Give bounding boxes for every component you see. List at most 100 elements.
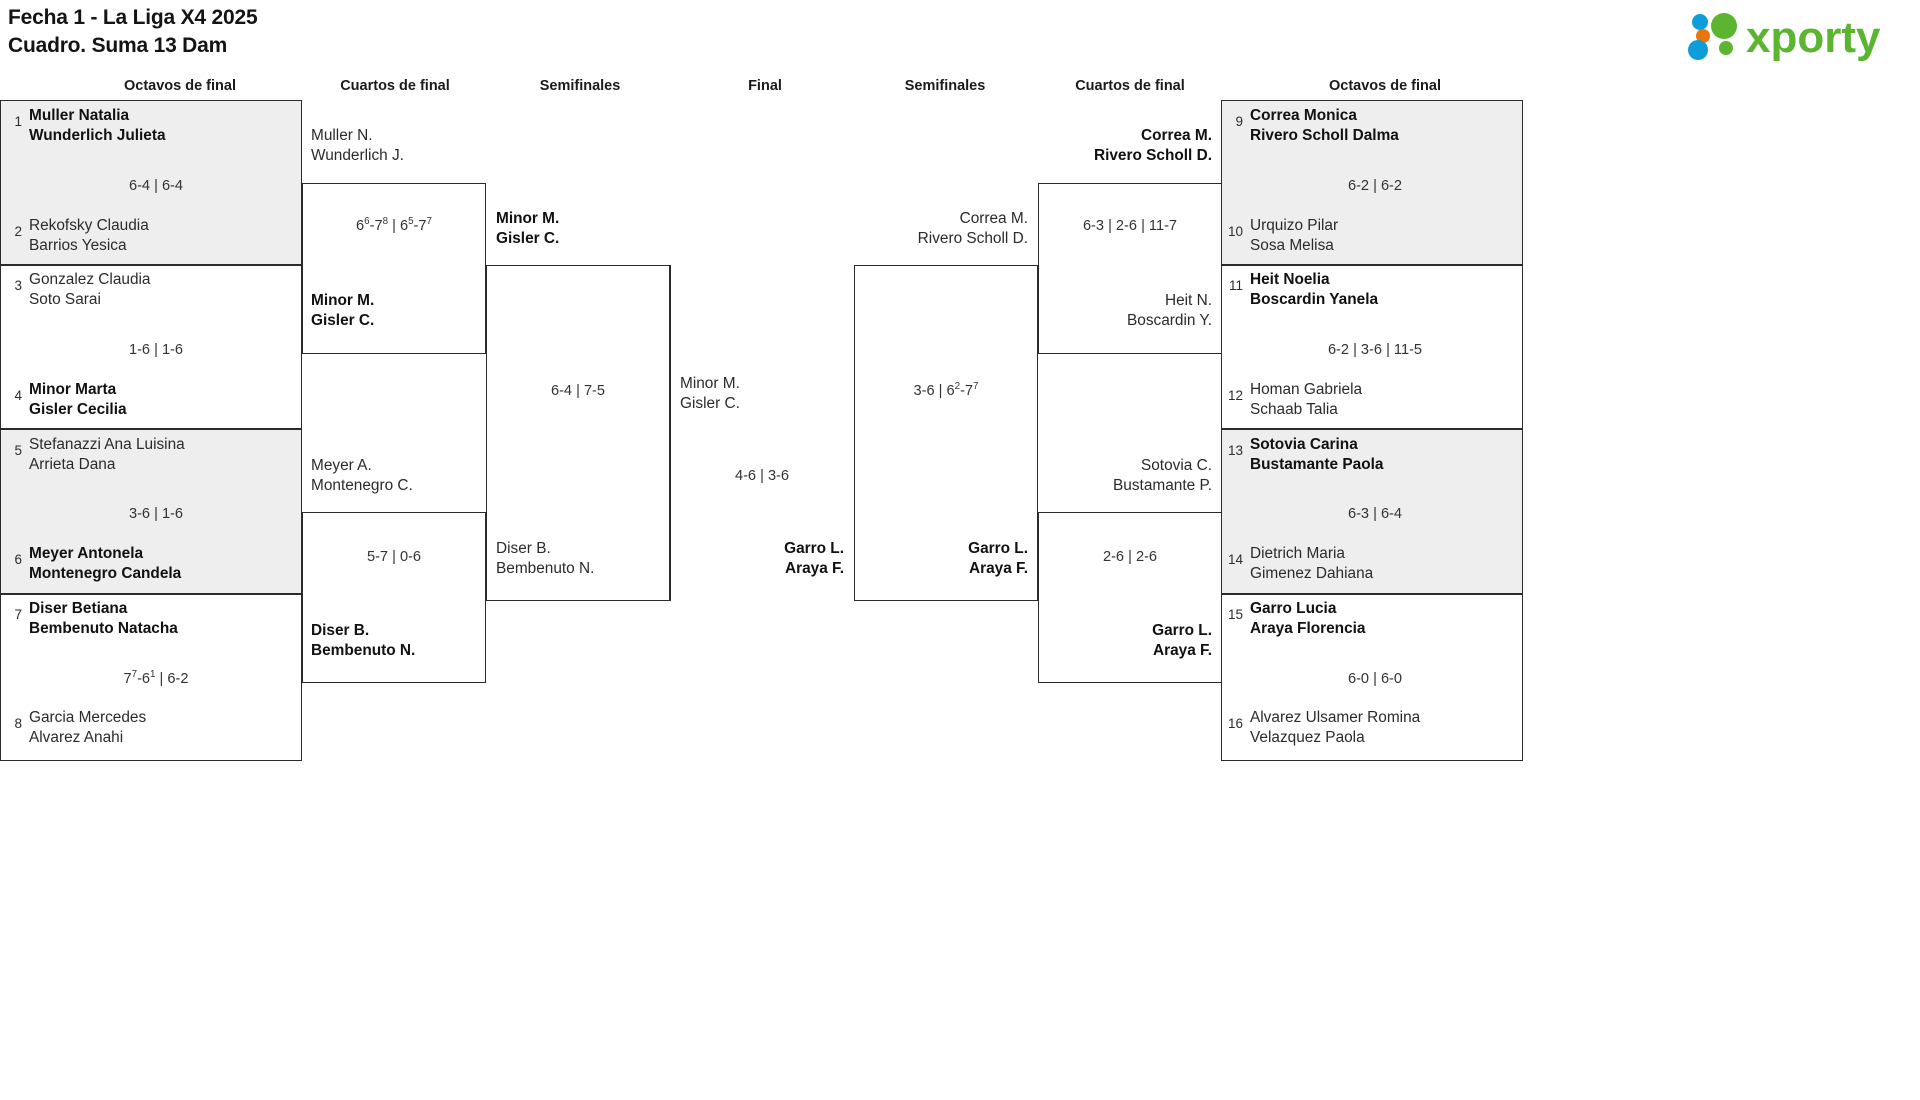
player-name-1: Heit N.	[1164, 292, 1212, 309]
player-names: Correa Monica Rivero Scholl Dalma	[1250, 106, 1399, 145]
player-name-1: Diser Betiana	[29, 600, 128, 617]
player-entry-l16-4[interactable]: 4 Minor Marta Gisler Cecilia	[6, 380, 127, 419]
player-entry-rsf-2[interactable]: Garro L. Araya F.	[854, 539, 1028, 578]
player-entry-r16-13[interactable]: 13 Sotovia Carina Bustamante Paola	[1227, 435, 1383, 474]
seed-number: 5	[14, 443, 22, 458]
player-entry-r16-11[interactable]: 11 Heit Noelia Boscardin Yanela	[1227, 270, 1378, 309]
player-entry-rqf-1[interactable]: Correa M. Rivero Scholl D.	[1038, 126, 1212, 165]
player-name-1: Stefanazzi Ana Luisina	[29, 436, 185, 453]
match-box-r16-1[interactable]	[1221, 100, 1523, 265]
player-entry-r16-16[interactable]: 16 Alvarez Ulsamer Romina Velazquez Paol…	[1227, 708, 1420, 747]
player-entry-lsf-2[interactable]: Diser B. Bembenuto N.	[496, 539, 594, 578]
player-names: Heit Noelia Boscardin Yanela	[1250, 270, 1378, 309]
xporty-logo-svg: xporty	[1688, 13, 1881, 62]
player-name-1: Minor Marta	[29, 381, 117, 398]
match-box-rsf-1[interactable]	[854, 265, 1038, 601]
player-entry-rqf-3[interactable]: Sotovia C. Bustamante P.	[1038, 456, 1212, 495]
player-entry-l16-2[interactable]: 2 Rekofsky Claudia Barrios Yesica	[6, 216, 149, 255]
round-label-left-qf: Cuartos de final	[340, 78, 450, 94]
player-name-2: Wunderlich Julieta	[29, 126, 166, 144]
match-box-r16-4[interactable]	[1221, 594, 1523, 761]
player-name-2: Barrios Yesica	[29, 236, 127, 254]
round-label-right-r16: Octavos de final	[1328, 78, 1441, 94]
player-entry-lsf-1[interactable]: Minor M. Gisler C.	[496, 209, 559, 248]
logo-dot-blue-top	[1692, 14, 1708, 30]
score-lqf-1: 66-78 | 65-77	[356, 216, 432, 234]
player-entry-lqf-1[interactable]: Muller N. Wunderlich J.	[311, 126, 404, 165]
match-box-lqf-2[interactable]	[302, 512, 486, 683]
player-name-1: Garcia Mercedes	[29, 709, 147, 726]
player-names: Diser Betiana Bembenuto Natacha	[29, 599, 178, 638]
seed-number: 10	[1227, 224, 1243, 239]
match-box-l16-2[interactable]	[0, 265, 302, 429]
player-entry-l16-6[interactable]: 6 Meyer Antonela Montenegro Candela	[6, 544, 181, 583]
score-r16-3: 6-3 | 6-4	[1347, 506, 1403, 522]
player-names: Heit N. Boscardin Y.	[1127, 291, 1212, 330]
match-box-lqf-1[interactable]	[302, 183, 486, 354]
player-entry-lqf-4[interactable]: Diser B. Bembenuto N.	[311, 621, 415, 660]
player-names: Garcia Mercedes Alvarez Anahi	[29, 708, 146, 747]
player-name-1: Dietrich Maria	[1250, 545, 1345, 562]
player-name-1: Urquizo Pilar	[1250, 217, 1339, 234]
player-entry-l16-5[interactable]: 5 Stefanazzi Ana Luisina Arrieta Dana	[6, 435, 185, 474]
match-box-lsf-1[interactable]	[486, 265, 670, 601]
score-lsf-1: 6-4 | 7-5	[550, 383, 606, 399]
player-entry-rqf-2[interactable]: Heit N. Boscardin Y.	[1038, 291, 1212, 330]
logo-wordmark: xporty	[1746, 13, 1881, 62]
player-entry-r16-9[interactable]: 9 Correa Monica Rivero Scholl Dalma	[1227, 106, 1399, 145]
player-name-1: Alvarez Ulsamer Romina	[1250, 709, 1421, 726]
player-names: Garro L. Araya F.	[1152, 621, 1212, 660]
player-names: Minor Marta Gisler Cecilia	[29, 380, 127, 419]
player-name-1: Meyer Antonela	[29, 545, 144, 562]
score-rqf-1: 6-3 | 2-6 | 11-7	[1082, 218, 1178, 234]
player-entry-r16-14[interactable]: 14 Dietrich Maria Gimenez Dahiana	[1227, 544, 1373, 583]
player-entry-r16-15[interactable]: 15 Garro Lucia Araya Florencia	[1227, 599, 1366, 638]
player-entry-r16-10[interactable]: 10 Urquizo Pilar Sosa Melisa	[1227, 216, 1338, 255]
score-final: 4-6 | 3-6	[734, 468, 790, 484]
player-entry-l16-8[interactable]: 8 Garcia Mercedes Alvarez Anahi	[6, 708, 146, 747]
player-names: Stefanazzi Ana Luisina Arrieta Dana	[29, 435, 185, 474]
player-entry-final-bottom[interactable]: Garro L. Araya F.	[700, 539, 844, 578]
match-box-l16-1[interactable]	[0, 100, 302, 265]
seed-number: 15	[1227, 607, 1243, 622]
seed-number: 11	[1228, 278, 1243, 293]
player-entry-l16-1[interactable]: 1 Muller Natalia Wunderlich Julieta	[6, 106, 166, 145]
player-name-1: Rekofsky Claudia	[29, 217, 149, 234]
xporty-logo: xporty	[1672, 6, 1912, 62]
player-name-1: Minor M.	[311, 292, 375, 309]
match-box-rqf-1[interactable]	[1038, 183, 1222, 354]
player-name-2: Boscardin Y.	[1127, 311, 1212, 329]
score-rsf-1: 3-6 | 62-77	[913, 381, 979, 399]
match-box-rqf-2[interactable]	[1038, 512, 1222, 683]
match-box-r16-3[interactable]	[1221, 429, 1523, 594]
player-names: Correa M. Rivero Scholl D.	[918, 209, 1028, 248]
player-name-2: Araya F.	[784, 559, 844, 577]
player-entry-lqf-3[interactable]: Meyer A. Montenegro C.	[311, 456, 413, 495]
player-entry-rsf-1[interactable]: Correa M. Rivero Scholl D.	[854, 209, 1028, 248]
player-entry-final-top[interactable]: Minor M. Gisler C.	[680, 374, 740, 413]
player-entry-rqf-4[interactable]: Garro L. Araya F.	[1038, 621, 1212, 660]
logo-dot-orange	[1696, 29, 1710, 43]
match-box-l16-3[interactable]	[0, 429, 302, 594]
seed-number: 14	[1227, 552, 1243, 567]
player-name-2: Alvarez Anahi	[29, 728, 124, 746]
player-entry-lqf-2[interactable]: Minor M. Gisler C.	[311, 291, 374, 330]
seed-number: 4	[14, 388, 22, 403]
score-r16-2: 6-2 | 3-6 | 11-5	[1327, 342, 1423, 358]
match-box-l16-4[interactable]	[0, 594, 302, 761]
seed-number: 9	[1235, 114, 1243, 129]
player-names: Rekofsky Claudia Barrios Yesica	[29, 216, 149, 255]
round-label-right-sf: Semifinales	[904, 78, 986, 94]
match-box-r16-2[interactable]	[1221, 265, 1523, 429]
score-l16-2: 1-6 | 1-6	[128, 342, 184, 358]
player-entry-l16-7[interactable]: 7 Diser Betiana Bembenuto Natacha	[6, 599, 178, 638]
player-name-2: Bustamante Paola	[1250, 455, 1384, 473]
player-names: Diser B. Bembenuto N.	[311, 621, 415, 660]
seed-number: 2	[14, 224, 22, 239]
player-entry-r16-12[interactable]: 12 Homan Gabriela Schaab Talia	[1227, 380, 1362, 419]
player-name-2: Araya F.	[968, 559, 1028, 577]
player-name-2: Araya Florencia	[1250, 619, 1366, 637]
round-label-right-qf: Cuartos de final	[1075, 78, 1185, 94]
player-entry-l16-3[interactable]: 3 Gonzalez Claudia Soto Sarai	[6, 270, 150, 309]
player-names: Muller N. Wunderlich J.	[311, 126, 404, 165]
